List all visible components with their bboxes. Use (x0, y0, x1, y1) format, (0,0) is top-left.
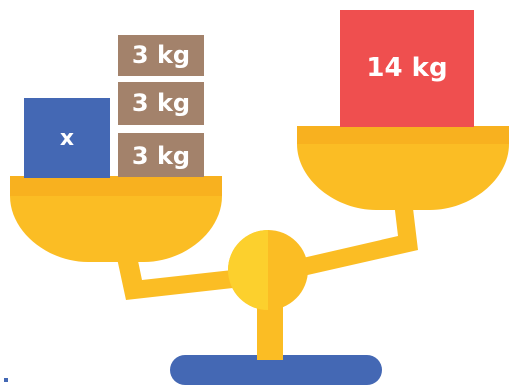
unknown-x-label: x (60, 126, 74, 151)
weight-3kg-label-bottom: 3 kg (132, 142, 190, 170)
unknown-x-block: x (24, 98, 110, 178)
weight-3kg-label-top: 3 kg (132, 41, 190, 69)
left-pan (10, 176, 222, 262)
weight-3kg-label-middle: 3 kg (132, 89, 190, 117)
weight-stack: 3 kg 3 kg 3 kg (118, 35, 204, 177)
scale-pivot (228, 230, 308, 310)
right-pan-weight: 14 kg (340, 10, 474, 127)
corner-mark (4, 378, 8, 382)
right-pan (297, 126, 509, 210)
weight-14kg-label: 14 kg (366, 53, 447, 83)
